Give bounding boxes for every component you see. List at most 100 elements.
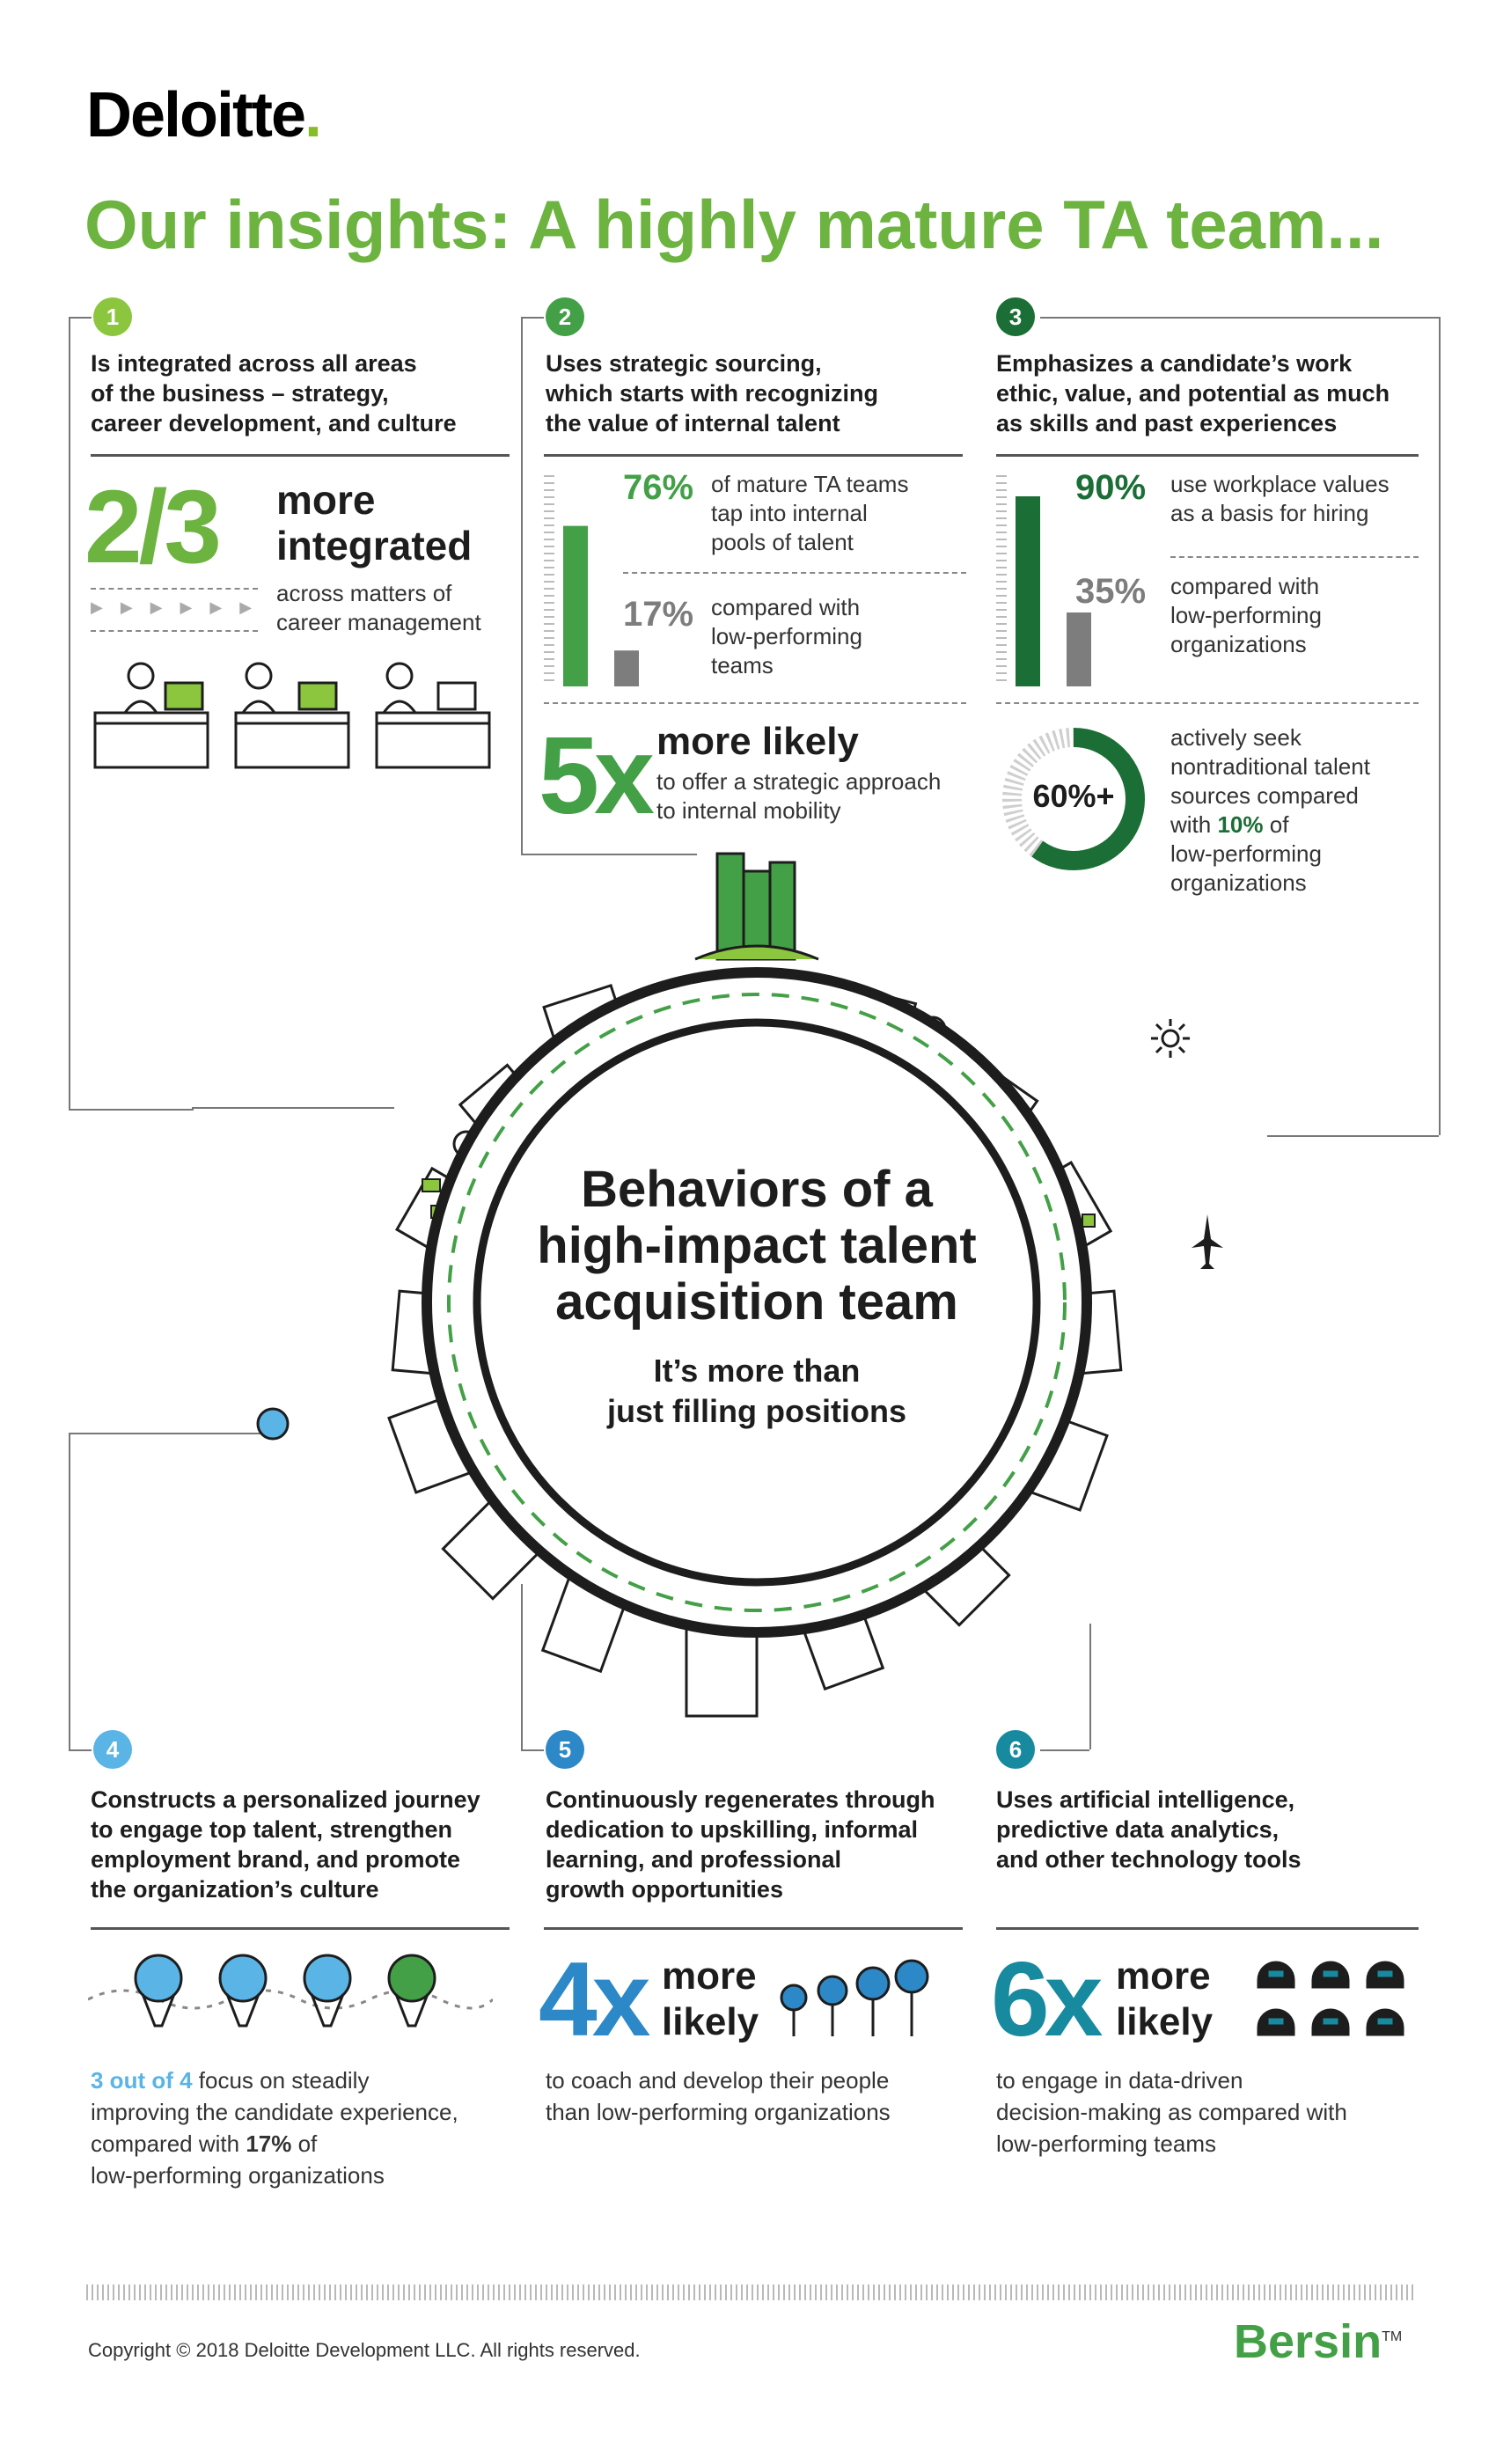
bersin-logo: BersinTM xyxy=(1234,2314,1402,2369)
section-6-title: Uses artificial intelligence, predictive… xyxy=(996,1785,1436,1874)
sun-icon xyxy=(1151,1019,1190,1058)
stat-head: more likely xyxy=(656,720,859,763)
detail-line: pools of talent xyxy=(711,529,854,555)
stat-two-thirds: 2/3 xyxy=(84,469,222,585)
divider xyxy=(996,702,1419,704)
section-3-title: Emphasizes a candidate’s work ethic, val… xyxy=(996,348,1436,438)
donut-label: 60%+ xyxy=(1032,778,1115,814)
detail-line: decision-making as compared with xyxy=(996,2099,1347,2125)
title-line: which starts with recognizing xyxy=(546,380,879,407)
detail-line: compared with 17% of xyxy=(91,2128,458,2160)
divider xyxy=(1170,556,1419,558)
stat-label-line: more xyxy=(276,477,376,523)
desk-workers-icon xyxy=(93,662,491,769)
detail-line: to coach and develop their people xyxy=(546,2067,890,2094)
section-4-detail: 3 out of 4 focus on steadily improving t… xyxy=(91,2064,458,2191)
stat-detail: across matters of career management xyxy=(276,579,481,637)
frame-line xyxy=(69,317,92,319)
detail-line: nontraditional talent xyxy=(1170,753,1370,780)
title-line: Uses strategic sourcing, xyxy=(546,350,822,377)
title-line: employment brand, and promote xyxy=(91,1846,461,1873)
detail-line: compared with xyxy=(711,594,861,620)
detail-line: 3 out of 4 focus on steadily xyxy=(91,2064,458,2096)
section-1-title: Is integrated across all areas of the bu… xyxy=(91,348,513,438)
section-5-title: Continuously regenerates through dedicat… xyxy=(546,1785,986,1904)
section-number-6: 6 xyxy=(996,1730,1035,1769)
detail-line: to internal mobility xyxy=(656,797,841,824)
bar-axis-pattern xyxy=(544,475,554,686)
title-line: Uses artificial intelligence, xyxy=(996,1786,1295,1813)
title-line: Emphasizes a candidate’s work xyxy=(996,350,1353,377)
frame-line xyxy=(1040,317,1441,319)
center-subtitle-line: just filling positions xyxy=(607,1393,906,1429)
pct-90-detail: use workplace values as a basis for hiri… xyxy=(1170,470,1390,528)
bar-axis-pattern xyxy=(996,475,1007,686)
detail-line: tap into internal xyxy=(711,500,868,526)
stat-label: more likely xyxy=(1116,1954,1213,2045)
title-line: the organization’s culture xyxy=(91,1876,379,1903)
section-number-4: 4 xyxy=(93,1730,132,1769)
stat-label-line: more xyxy=(662,1954,757,1998)
section-4-rule xyxy=(91,1927,510,1930)
detail-line: to engage in data-driven xyxy=(996,2067,1243,2094)
page-title: Our insights: A highly mature TA team... xyxy=(84,186,1384,263)
title-line: career development, and culture xyxy=(91,410,457,436)
section-4-title: Constructs a personalized journey to eng… xyxy=(91,1785,531,1904)
frame-line xyxy=(521,1749,544,1751)
balloons-icon xyxy=(88,1954,493,2028)
pct-17-detail: compared with low-performing teams xyxy=(711,593,862,680)
section-2-title: Uses strategic sourcing, which starts wi… xyxy=(546,348,968,438)
bersin-text: Bersin xyxy=(1234,2315,1382,2368)
text-span: of xyxy=(291,2130,318,2157)
frame-line xyxy=(521,854,697,855)
highlight-stat: 3 out of 4 xyxy=(91,2067,193,2094)
logo-text: Deloitte xyxy=(86,80,306,150)
pct-35: 35% xyxy=(1075,572,1147,611)
text-span: with xyxy=(1170,811,1218,838)
robots-icon xyxy=(1257,1961,1404,2036)
detail-line: across matters of xyxy=(276,580,452,606)
donut-detail: actively seek nontraditional talent sour… xyxy=(1170,723,1370,898)
detail-line: organizations xyxy=(1170,869,1307,896)
section-number-3: 3 xyxy=(996,297,1035,336)
pct-76: 76% xyxy=(623,468,694,507)
text-span: focus on steadily xyxy=(192,2067,370,2094)
stat-label: more likely xyxy=(662,1954,759,2045)
detail-line: low-performing teams xyxy=(996,2130,1216,2157)
title-line: predictive data analytics, xyxy=(996,1816,1280,1843)
bar-mature xyxy=(563,525,588,686)
center-title-line: high-impact talent xyxy=(537,1217,977,1274)
detail-line: use workplace values xyxy=(1170,471,1390,497)
center-title: Behaviors of a high-impact talent acquis… xyxy=(493,1162,1021,1331)
stat-label-line: likely xyxy=(1116,2000,1214,2043)
balloon-icon xyxy=(256,1407,290,1441)
section-1-rule xyxy=(91,454,510,457)
section-2-rule xyxy=(544,454,963,457)
stat-6x: 6x xyxy=(991,1940,1104,2058)
stat-label: more integrated xyxy=(276,477,472,568)
highlight-pct: 17% xyxy=(246,2130,292,2157)
detail-line: low-performing xyxy=(1170,840,1322,867)
divider xyxy=(91,630,258,632)
stat-5x: 5x xyxy=(539,715,655,837)
detail-line: organizations xyxy=(1170,631,1307,657)
pct-90: 90% xyxy=(1075,468,1147,507)
stat-label-line: likely xyxy=(662,2000,759,2043)
section-number-1: 1 xyxy=(93,297,132,336)
detail-line: compared with xyxy=(1170,573,1320,599)
detail-line: of mature TA teams xyxy=(711,471,909,497)
section-6-rule xyxy=(996,1927,1419,1930)
bar-low-performing xyxy=(614,650,639,686)
detail-line: with 10% of xyxy=(1170,810,1370,840)
highlight-pct: 10% xyxy=(1217,811,1264,838)
text-span: of xyxy=(1263,811,1289,838)
detail-line: sources compared xyxy=(1170,782,1359,809)
trees-icon xyxy=(780,1959,929,2036)
deloitte-logo: Deloitte. xyxy=(86,79,322,151)
title-line: learning, and professional xyxy=(546,1846,842,1873)
detail-line: than low-performing organizations xyxy=(546,2099,891,2125)
frame-line xyxy=(521,317,523,854)
bar-low-performing xyxy=(1067,612,1091,686)
title-line: the value of internal talent xyxy=(546,410,840,436)
detail-line: career management xyxy=(276,609,481,635)
